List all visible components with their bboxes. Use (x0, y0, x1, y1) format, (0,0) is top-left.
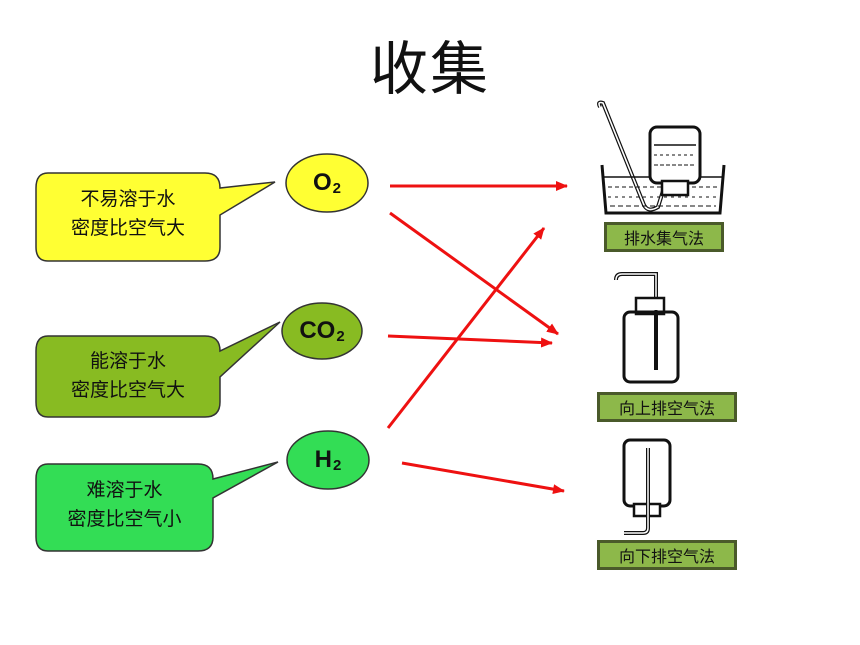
callout-line-solubility: 不易溶于水 (80, 188, 176, 210)
gas-symbol: H (314, 446, 332, 473)
callout-text-h2: 难溶于水 密度比空气小 (36, 476, 213, 534)
gas-subscript: 2 (333, 456, 342, 474)
gas-symbol: O (312, 169, 332, 196)
callout-line-solubility: 难溶于水 (86, 479, 163, 501)
callout-line-density: 密度比空气大 (70, 379, 185, 401)
water-displacement-apparatus-icon (597, 100, 726, 215)
callout-line-density: 密度比空气小 (67, 508, 182, 530)
callout-text-co2: 能溶于水 密度比空气大 (36, 347, 220, 405)
callout-text-o2: 不易溶于水 密度比空气大 (36, 185, 220, 243)
method-label-upward-air-displacement: 向上排空气法 (597, 392, 737, 422)
callout-bubble-co2 (35, 321, 281, 418)
gas-subscript: 2 (336, 327, 345, 345)
gas-ellipse-o2 (285, 153, 369, 213)
page-title: 收集 (369, 35, 490, 103)
method-label-water-displacement: 排水集气法 (604, 222, 724, 252)
callout-line-solubility: 能溶于水 (89, 350, 166, 372)
callout-line-density: 密度比空气大 (70, 217, 185, 239)
gas-symbol: CO (299, 317, 336, 344)
gas-subscript: 2 (332, 179, 341, 197)
method-label-downward-air-displacement: 向下排空气法 (597, 540, 737, 570)
gas-ellipse-co2 (281, 302, 363, 360)
callout-bubble-o2 (35, 172, 276, 262)
callout-bubble-h2 (35, 461, 279, 552)
upward-air-displacement-apparatus-icon (614, 272, 680, 384)
gas-ellipse-h2 (286, 430, 370, 490)
downward-air-displacement-apparatus-icon (622, 438, 672, 535)
